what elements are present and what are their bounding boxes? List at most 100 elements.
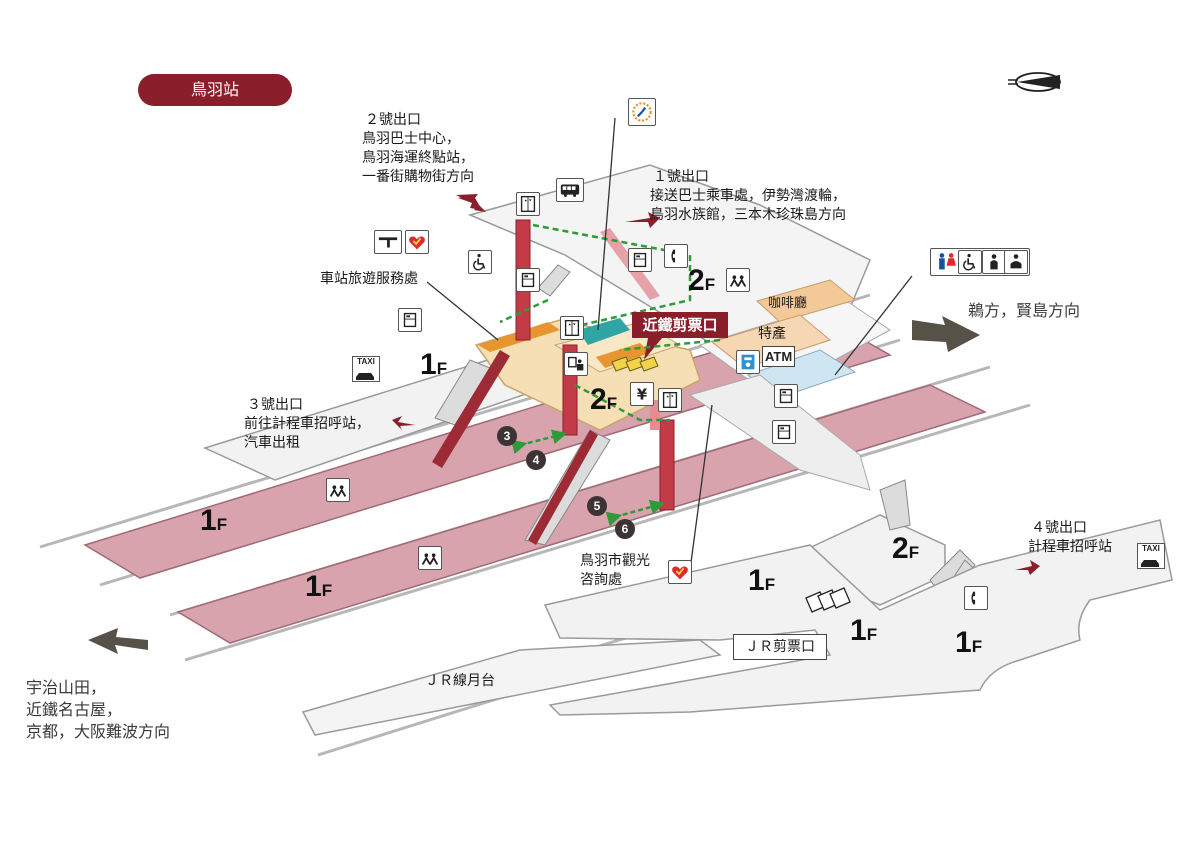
taxi-icon: TAXI <box>1137 543 1165 569</box>
column <box>659 419 675 511</box>
floor-marker-1f: 1F <box>200 506 227 540</box>
floor-suffix: F <box>216 515 228 534</box>
phone-icon <box>964 586 988 610</box>
taxi-label: TAXI <box>1142 544 1160 553</box>
column <box>650 400 660 430</box>
locker-icon <box>516 268 540 292</box>
exit3-arrow <box>392 416 415 430</box>
kintetsu-gate-barrier <box>611 356 659 372</box>
exit3-line: 前往計程車招呼站， <box>244 416 370 432</box>
exit4-arrow <box>1015 560 1040 575</box>
floor-suffix: F <box>606 394 618 413</box>
floor-suffix: F <box>704 275 716 294</box>
smoking-area-icon <box>418 546 442 570</box>
ticket-office-icon <box>564 352 588 376</box>
smoking-area-icon <box>326 478 350 502</box>
floor-number: 2 <box>590 383 607 416</box>
floor-suffix: F <box>436 359 448 378</box>
ostomate-icon <box>982 250 1006 274</box>
stairs-right-upper <box>879 479 911 531</box>
floor-number: 2 <box>688 264 705 297</box>
direction-west-line: 京都，大阪難波方向 <box>26 722 171 741</box>
floor-marker-1f: 1F <box>955 628 982 662</box>
elevator-icon <box>560 316 584 340</box>
exit2-line: 鳥羽巴士中心， <box>362 131 460 147</box>
floor-marker-1f: 1F <box>748 566 775 600</box>
escalator-left <box>432 350 510 468</box>
clock-icon <box>628 98 656 126</box>
exit2-line: 鳥羽海運終點站， <box>362 150 474 166</box>
floor-number: 1 <box>955 626 972 659</box>
exit2-label: ２號出口 鳥羽巴士中心， 鳥羽海運終點站， 一番街購物街方向 <box>362 111 474 187</box>
jr-platform-label: ＪＲ線月台 <box>425 673 495 689</box>
exit1-line: 鳥羽水族館，三本木珍珠島方向 <box>650 207 846 223</box>
floor-suffix: F <box>908 543 920 562</box>
locker-icon <box>772 420 796 444</box>
floor-number: 2 <box>892 532 909 565</box>
route-platform <box>574 383 670 422</box>
stairs-top <box>537 264 571 297</box>
exit3-line: ３號出口 <box>247 397 303 413</box>
direction-west-line: 近鐵名古屋， <box>26 700 123 719</box>
floor-marker-2f: 2F <box>590 385 617 419</box>
jr-gate-label: ＪＲ剪票口 <box>733 634 827 660</box>
coin-locker-icon <box>736 350 760 374</box>
rail-line <box>184 403 1031 662</box>
tourist-info-heart-icon <box>405 230 429 254</box>
exit4-line: ４號出口 <box>1031 520 1087 536</box>
elevator-icon <box>658 388 682 412</box>
route-to-gate <box>619 338 721 352</box>
kintetsu-gate-label: 近鐵剪票口 <box>632 312 728 338</box>
floor-marker-1f: 1F <box>305 572 332 606</box>
route-to-exit2 <box>532 223 692 332</box>
ticket-machine-icon <box>374 230 402 254</box>
compass-icon <box>1008 72 1061 92</box>
platform-number-3: 3 <box>497 426 517 446</box>
direction-west-line: 宇治山田， <box>26 678 107 697</box>
atm-label: ATM <box>765 349 793 364</box>
yen-symbol: ¥ <box>637 387 648 404</box>
atm-sign: ATM <box>762 346 796 367</box>
direction-arrow-west <box>88 628 148 654</box>
cafe-area <box>756 279 857 323</box>
taxi-label: TAXI <box>357 357 375 366</box>
tourism-info-label: 鳥羽市觀光 咨詢處 <box>580 552 650 590</box>
jr-platform <box>301 639 722 736</box>
floor-marker-1f: 1F <box>420 350 447 384</box>
platform-number-5: 5 <box>587 496 607 516</box>
exit3-label: ３號出口 前往計程車招呼站， 汽車出租 <box>244 396 370 453</box>
locker-icon <box>628 248 652 272</box>
exit2-line: ２號出口 <box>365 112 421 128</box>
floor-1f-right <box>543 519 1173 716</box>
floor-suffix: F <box>764 575 776 594</box>
taxi-car-shape <box>356 373 374 380</box>
floor-suffix: F <box>866 625 878 644</box>
leader-line <box>689 404 713 571</box>
exit3-line: 汽車出租 <box>244 435 300 451</box>
exit1-arrow <box>625 212 660 228</box>
exit1-line: １號出口 <box>653 169 709 185</box>
leader-line <box>834 275 913 376</box>
exit4-line: 計程車招呼站 <box>1028 539 1112 555</box>
floor-number: 1 <box>305 570 322 603</box>
platform-number-6: 6 <box>615 519 635 539</box>
cafe-label: 咖啡廳 <box>768 296 808 311</box>
exit4-label: ４號出口 計程車招呼站 <box>1028 519 1112 557</box>
escalator-center <box>528 430 598 545</box>
station-title: 鳥羽站 <box>138 74 292 106</box>
wheelchair-icon <box>958 250 982 274</box>
tourism-info-line: 鳥羽市觀光 <box>580 553 650 569</box>
jr-gate-barrier <box>805 587 851 613</box>
direction-arrow-east <box>912 316 980 352</box>
leader-line <box>597 117 616 331</box>
floor-number: 1 <box>420 348 437 381</box>
transfer-arrow-3-4 <box>510 429 568 455</box>
leader-line <box>426 281 499 341</box>
platform-number-4: 4 <box>526 450 546 470</box>
tourist-service-label: 車站旅遊服務處 <box>320 271 418 287</box>
elevator-icon <box>516 192 540 216</box>
direction-east-label: 鵜方，賢島方向 <box>968 301 1081 320</box>
tourism-info-line: 咨詢處 <box>580 572 622 588</box>
